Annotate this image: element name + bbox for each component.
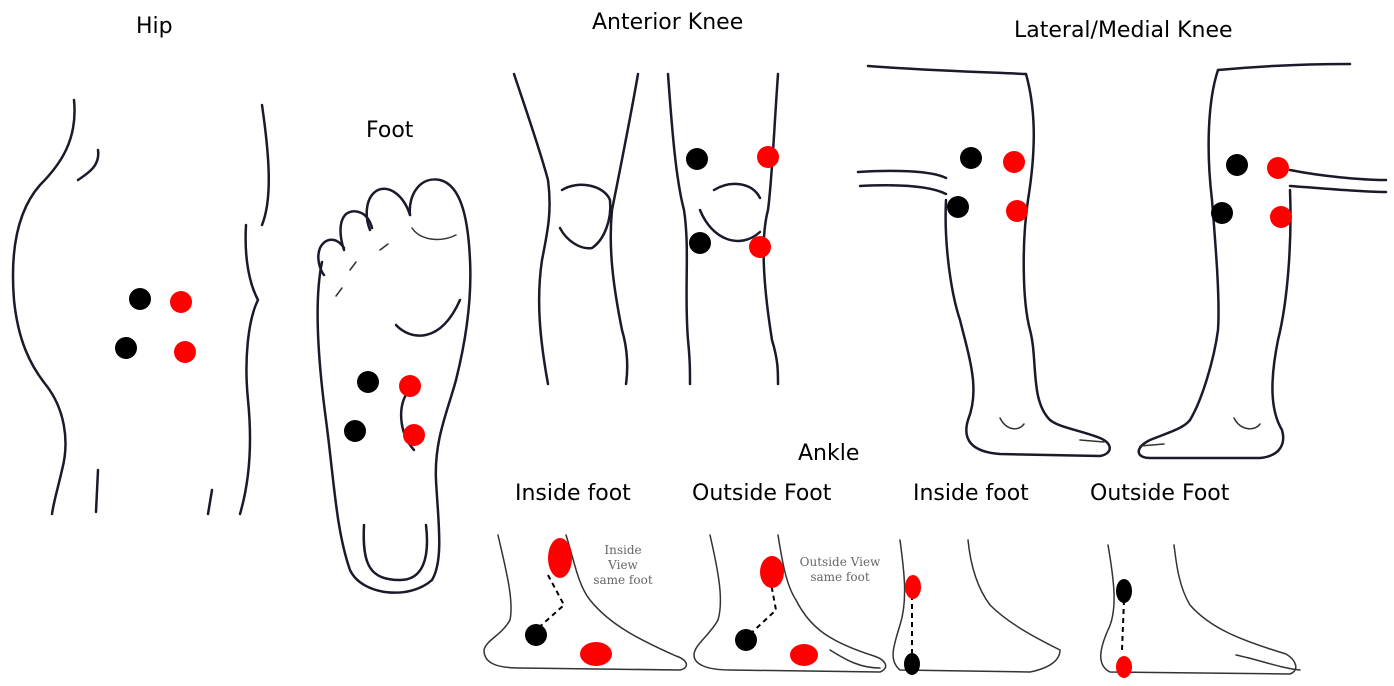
foot-marker-red-2 — [403, 424, 425, 446]
ankle-3-marker-black-1 — [904, 653, 920, 675]
ankle-1-marker-black-1 — [525, 624, 547, 646]
hip-markers — [115, 288, 196, 363]
hip-marker-red-2 — [174, 341, 196, 363]
ankle-2-marker-red-2 — [790, 644, 818, 666]
ankle-2-marker-black-1 — [735, 629, 757, 651]
ankle-2-marker-red-1 — [760, 556, 784, 588]
lm-knee-marker-red-4 — [1270, 206, 1292, 228]
lm-knee-marker-black-4 — [1211, 202, 1233, 224]
anterior-knee-marker-black-2 — [689, 232, 711, 254]
hip-marker-black-1 — [129, 288, 151, 310]
foot-marker-black-1 — [357, 371, 379, 393]
lm-knee-marker-black-3 — [1226, 154, 1248, 176]
anterior-knee-marker-black-1 — [686, 148, 708, 170]
ankle-panel-outside-1 — [694, 535, 886, 672]
ankle-panel-inside-1 — [484, 535, 686, 670]
lm-knee-marker-red-3 — [1267, 157, 1289, 179]
lm-knee-marker-black-2 — [947, 196, 969, 218]
anterior-knee-marker-red-1 — [757, 146, 779, 168]
ankle-4-marker-red-1 — [1116, 656, 1132, 678]
lm-knee-marker-red-2 — [1006, 200, 1028, 222]
lateral-medial-knee-markers — [947, 147, 1292, 228]
ankle-3-marker-red-1 — [905, 575, 921, 599]
lm-knee-marker-black-1 — [960, 147, 982, 169]
lm-knee-marker-red-1 — [1003, 151, 1025, 173]
ankle-panel-outside-2 — [1101, 545, 1300, 678]
foot-marker-black-2 — [344, 420, 366, 442]
anterior-knee-marker-red-2 — [749, 236, 771, 258]
lateral-medial-knee-figure — [858, 64, 1386, 458]
hip-marker-black-2 — [115, 337, 137, 359]
foot-markers — [344, 371, 425, 446]
foot-marker-red-1 — [399, 375, 421, 397]
ankle-1-marker-red-1 — [548, 538, 572, 578]
ankle-panel-inside-2 — [893, 540, 1060, 675]
foot-figure — [318, 179, 471, 592]
ankle-1-marker-red-2 — [580, 642, 612, 666]
hip-marker-red-1 — [170, 291, 192, 313]
ankle-4-marker-black-1 — [1116, 579, 1132, 603]
anterior-knee-figure — [514, 74, 778, 384]
